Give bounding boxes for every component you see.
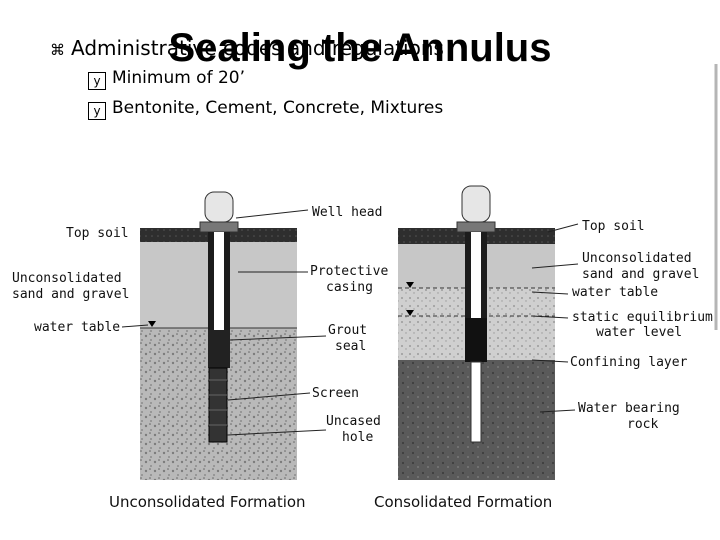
left-caption: Unconsolidated Formation — [109, 493, 306, 511]
label-grout: Grout — [328, 323, 367, 338]
right-label-rock: rock — [627, 417, 658, 432]
left-grout — [208, 330, 230, 368]
right-static-level-marker — [406, 310, 414, 316]
right-label-unconsolidated: Unconsolidated — [582, 251, 692, 266]
left-casing — [214, 232, 224, 330]
left-label-top-soil: Top soil — [66, 226, 129, 241]
label-screen: Screen — [312, 386, 359, 401]
right-label-confining: Confining layer — [570, 355, 688, 370]
sub-bullet-2: y Bentonite, Cement, Concrete, Mixtures — [88, 98, 443, 120]
right-label-static: static equilibrium — [572, 310, 713, 325]
slide-title: Sealing the Annulus — [168, 26, 552, 70]
checkbox-bullet-icon: y — [88, 102, 106, 120]
right-grout — [465, 318, 487, 362]
label-hole: hole — [342, 430, 373, 445]
right-casing-top — [456, 221, 496, 233]
sub-bullet-text: Bentonite, Cement, Concrete, Mixtures — [112, 98, 444, 118]
right-label-sand-gravel: sand and gravel — [582, 267, 699, 282]
label-seal: seal — [335, 339, 366, 354]
checkbox-bullet-icon: y — [88, 72, 106, 90]
right-formation — [398, 185, 555, 480]
right-label-top-soil: Top soil — [582, 219, 645, 234]
left-water-table-marker — [148, 321, 156, 327]
main-bullet: ⌘ Administrative codes and regulations — [50, 36, 444, 60]
right-water-table-marker — [406, 282, 414, 288]
command-bullet-icon: ⌘ — [50, 41, 65, 59]
left-well-head — [204, 191, 234, 223]
sub-bullet-text: Minimum of 20’ — [112, 68, 246, 88]
right-well-head — [461, 185, 491, 223]
right-casing — [471, 232, 481, 318]
right-label-water-table: water table — [572, 285, 658, 300]
left-label-water-table: water table — [34, 320, 120, 335]
right-label-water-bearing: Water bearing — [578, 401, 680, 416]
label-protective: Protective — [310, 264, 388, 279]
right-label-water-level: water level — [596, 325, 682, 340]
left-label-sand-gravel: sand and gravel — [12, 287, 129, 302]
right-caption: Consolidated Formation — [374, 493, 552, 511]
left-label-unconsolidated: Unconsolidated — [12, 271, 122, 286]
right-uncased-hole — [470, 361, 482, 443]
main-bullet-text: Administrative codes and regulations — [71, 36, 444, 60]
left-screen — [208, 367, 228, 443]
label-well-head: Well head — [312, 205, 382, 220]
label-uncased: Uncased — [326, 414, 381, 429]
leader-lines — [121, 209, 579, 436]
left-formation — [140, 191, 297, 480]
label-casing: casing — [326, 280, 373, 295]
left-casing-top — [199, 221, 239, 233]
sub-bullet-1: y Minimum of 20’ — [88, 68, 245, 90]
